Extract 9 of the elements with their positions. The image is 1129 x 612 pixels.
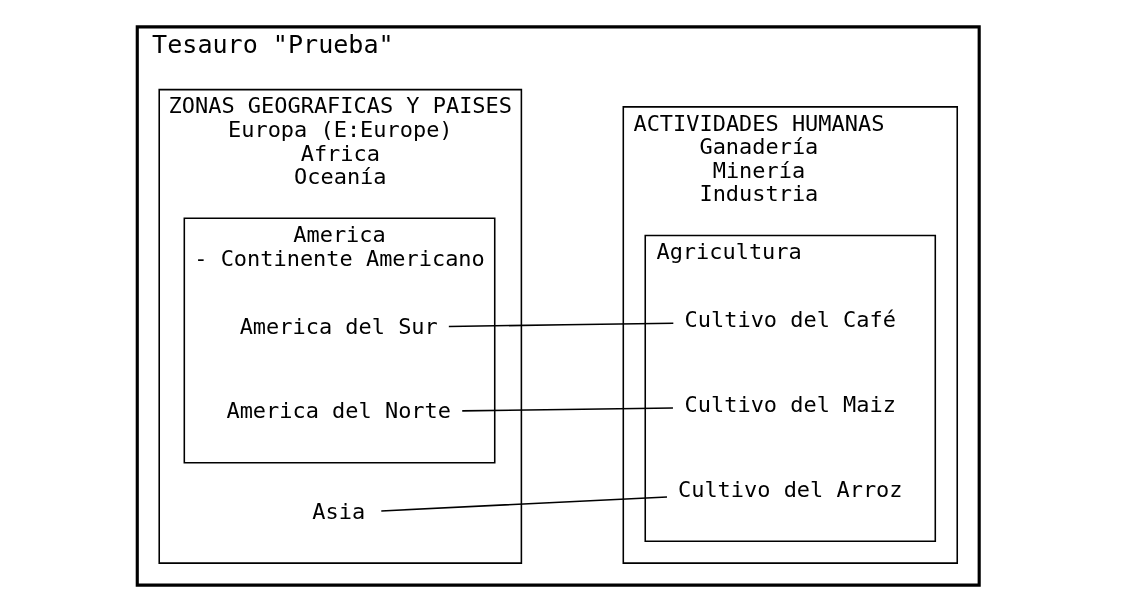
connector: [448, 322, 675, 328]
node-text: America del Sur: [239, 313, 438, 339]
node-text: America del Norte: [226, 398, 451, 424]
connector: [461, 407, 674, 412]
node-text: Cultivo del Arroz: [678, 476, 903, 502]
node-text: Cultivo del Maiz: [684, 392, 896, 418]
node-text: Cultivo del Café: [684, 307, 896, 333]
connector: [380, 496, 668, 512]
node-text: Asia: [312, 498, 366, 524]
